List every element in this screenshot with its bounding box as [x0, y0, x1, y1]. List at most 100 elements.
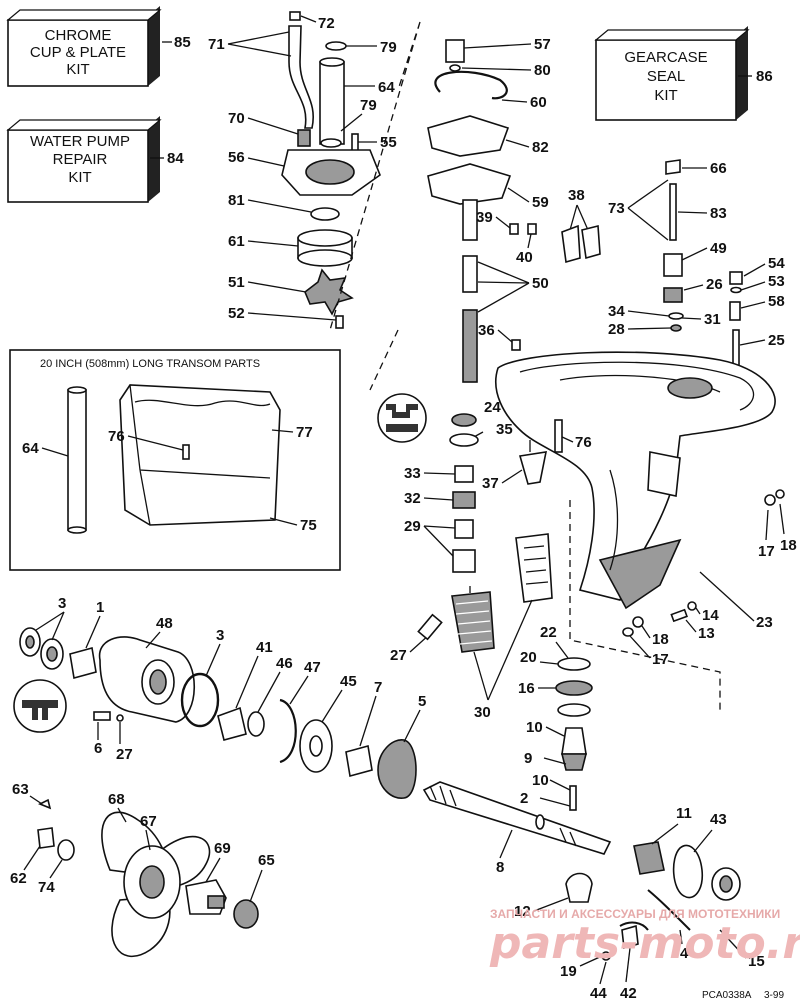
driveshaft-lower: [462, 309, 478, 383]
callout-86: 86: [756, 68, 773, 85]
callout-35: 35: [496, 421, 513, 438]
callout-3b: 41: [256, 639, 273, 656]
callout-73: 73: [608, 200, 625, 217]
callout-71: 71: [208, 36, 225, 53]
pump-tube-64: [319, 61, 345, 145]
callout-49: 49: [710, 240, 727, 257]
callout-63: 63: [12, 781, 29, 798]
callout-76b: 76: [575, 434, 592, 451]
assembly-path-pump: [329, 21, 421, 391]
watermark: ЗАПЧАСТИ И АКСЕССУАРЫ ДЛЯ МОТОТЕХНИКИ pa…: [489, 907, 800, 969]
spacer-65: [233, 899, 259, 929]
transom-box-title: 20 INCH (508mm) LONG TRANSOM PARTS: [40, 358, 260, 370]
tube-64: [67, 389, 87, 531]
kit-pump-line2: REPAIR: [53, 151, 108, 168]
callout-26: 26: [706, 276, 723, 293]
water-pump-parts: [281, 11, 381, 329]
bearing-33: [454, 465, 474, 483]
callout-48: 3: [216, 627, 224, 644]
callout-45: 7: [374, 679, 382, 696]
kit-pump-line3: KIT: [68, 169, 91, 186]
callout-25: 25: [768, 332, 785, 349]
callout-6: 27: [116, 746, 133, 763]
callout-79b: 79: [360, 97, 377, 114]
callout-17a: 17: [758, 543, 775, 560]
callout-51: 51: [228, 274, 245, 291]
callout-84: 84: [167, 150, 184, 167]
callout-14: 14: [702, 607, 719, 624]
bushing-57: [445, 39, 465, 63]
callout-8: 8: [496, 859, 504, 876]
pinion-callouts: 22 20 16 10 9 10 2: [518, 624, 571, 807]
spring-9: [569, 785, 577, 811]
callout-24: 24: [484, 399, 501, 416]
callout-74: 74: [38, 879, 55, 896]
callout-31: 31: [704, 311, 721, 328]
callout-47: 45: [340, 673, 357, 690]
callout-42: 42: [620, 985, 637, 1002]
callout-54: 54: [768, 255, 785, 272]
ring-60: [434, 70, 508, 100]
gearcase-callouts: 24 35 76 23 17 18: [469, 399, 797, 631]
callout-68: 68: [108, 791, 125, 808]
callout-81: 81: [228, 192, 245, 209]
callout-67: 67: [140, 813, 157, 830]
impeller-51: [304, 268, 354, 316]
screen-callouts: 27 30: [390, 599, 533, 721]
kit-chrome-line3: KIT: [66, 61, 89, 78]
callout-82: 82: [532, 139, 549, 156]
kit-seal-line1: GEARCASE: [624, 49, 707, 66]
transom-parts-box: 20 INCH (508mm) LONG TRANSOM PARTS: [9, 349, 341, 571]
transom-housing-75: [119, 384, 281, 526]
callout-80: 80: [534, 62, 551, 79]
callout-29: 29: [404, 518, 421, 535]
shift-rod-parts: [663, 159, 743, 371]
seal-detail-inset-2: [13, 679, 67, 733]
callout-79a: 79: [380, 39, 397, 56]
kit-chrome-line2: CUP & PLATE: [30, 44, 126, 61]
callout-18a: 18: [780, 537, 797, 554]
driveshaft-upper: [462, 199, 478, 241]
transom-callouts: 64 76 77 75: [22, 424, 317, 534]
callout-13: 13: [698, 625, 715, 642]
watermark-line1: ЗАПЧАСТИ И АКСЕССУАРЫ ДЛЯ МОТОТЕХНИКИ: [490, 907, 780, 921]
callout-15: 15: [748, 953, 765, 970]
callout-1: 48: [156, 615, 173, 632]
reverse-gear-7: [377, 739, 417, 799]
callout-64b: 64: [22, 440, 39, 457]
callout-7: 5: [418, 693, 426, 710]
callout-72: 72: [318, 15, 335, 32]
bearing-carrier-parts: [19, 627, 417, 799]
prop-callouts: 63 68 67 62 74 69 65: [10, 781, 275, 903]
callout-70: 70: [228, 110, 245, 127]
bearing-stack: [449, 413, 548, 573]
callout-61: 61: [228, 233, 245, 250]
callout-66: 66: [710, 160, 727, 177]
forward-gear-callouts: 11 43 12 4 15 19 44 42: [514, 805, 765, 1002]
callout-19: 19: [560, 963, 577, 980]
bearing-29b: [452, 549, 476, 573]
shaft-callouts: 8: [496, 829, 513, 876]
kit-seal-line2: SEAL: [647, 68, 685, 85]
callout-46: 47: [304, 659, 321, 676]
forward-gear-43: [672, 844, 704, 899]
callout-5: 6: [94, 740, 102, 757]
bearing-32: [452, 491, 476, 509]
callout-23: 23: [756, 614, 773, 631]
callout-4: 4: [680, 945, 689, 962]
kit-box-gearcase-seal: GEARCASE SEAL KIT 86: [594, 26, 773, 121]
shift-cradle-12: [565, 872, 593, 903]
clutch-11: [633, 841, 665, 875]
callout-12: 12: [514, 903, 531, 920]
callout-65: 65: [258, 852, 275, 869]
callout-28: 28: [608, 321, 625, 338]
callout-40: 40: [516, 249, 533, 266]
callout-53: 53: [768, 273, 785, 290]
callout-18b: 18: [652, 631, 669, 648]
water-screens-30: [451, 533, 553, 653]
callout-64a: 64: [378, 79, 395, 96]
callout-10b: 2: [520, 790, 528, 807]
gasket-59: [427, 163, 512, 205]
callout-85: 85: [174, 34, 191, 51]
